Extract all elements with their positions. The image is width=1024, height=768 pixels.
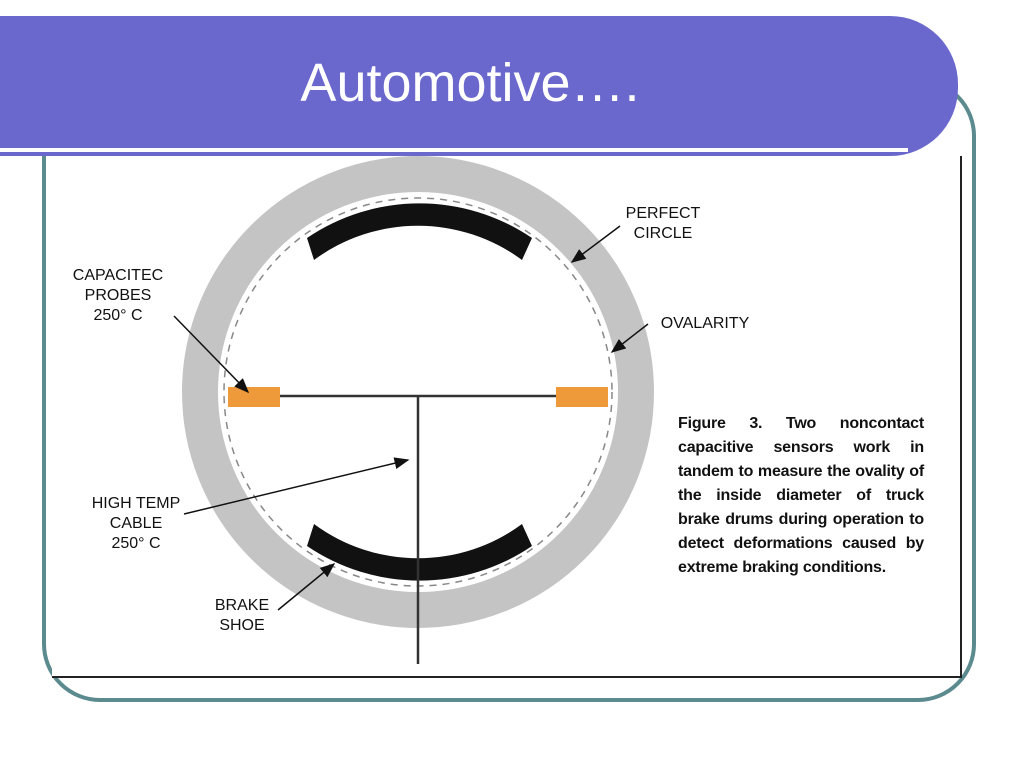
brake-shoe-arrow <box>277 563 336 611</box>
ovality-arrow <box>610 323 649 353</box>
right-probe <box>556 387 608 407</box>
title-bar: Automotive…. <box>0 16 958 156</box>
ovality-label: OVALARITY <box>660 315 750 332</box>
high-temp-cable-label: HIGH TEMP CABLE 250° C <box>91 495 181 552</box>
figure-caption: Figure 3. Two noncontact capacitive sens… <box>678 415 924 576</box>
top-brake-shoe <box>307 203 532 260</box>
brake-drum-figure: PERFECT CIRCLE CAPACITEC PROBES 250° C O… <box>52 156 962 678</box>
probes-arrow <box>173 315 250 394</box>
perfect-circle-label: PERFECT CIRCLE <box>625 205 701 242</box>
left-probe <box>228 387 280 407</box>
slide-title: Automotive…. <box>300 53 640 113</box>
perfect-circle-arrow <box>570 225 621 263</box>
bottom-brake-shoe <box>307 524 532 581</box>
brake-shoe-label: BRAKE SHOE <box>214 597 270 634</box>
title-underline <box>0 148 908 152</box>
brake-drum-diagram <box>173 156 654 664</box>
capacitec-probes-label: CAPACITEC PROBES 250° C <box>72 267 164 324</box>
cable-arrow <box>183 457 410 515</box>
